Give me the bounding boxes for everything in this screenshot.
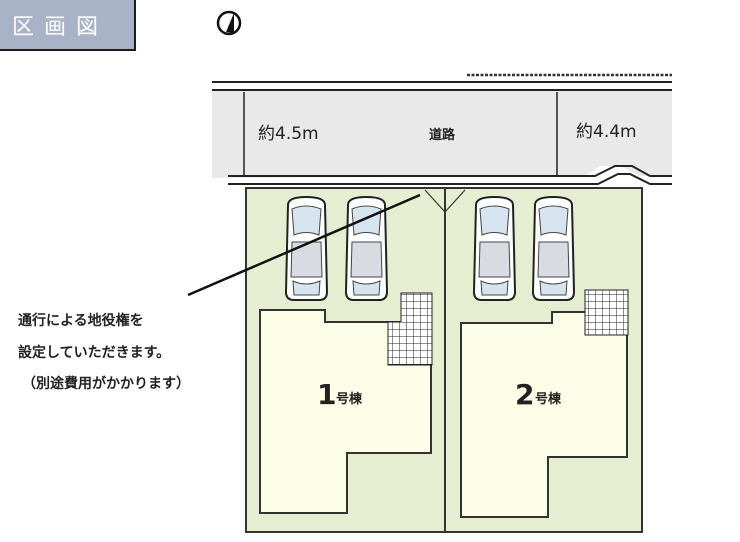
note-line-2: 設定していただきます。 [18, 345, 171, 361]
easement-marker [424, 189, 466, 213]
lot-1 [245, 187, 446, 533]
note-line-1: 通行による地役権を [18, 313, 144, 329]
road-width-left: 約4.5m [258, 124, 319, 144]
note-leader-line [187, 193, 421, 297]
lot-2-number: 2 [515, 378, 534, 411]
road-label: 道路 [429, 127, 456, 143]
car-icon [285, 196, 328, 301]
road-width-right: 約4.4m [576, 122, 637, 142]
note-line-3: （別途費用がかかります） [22, 376, 190, 392]
lot-2-suffix: 号棟 [535, 391, 562, 407]
lot-1-number: 1 [317, 378, 336, 411]
car-icon [532, 196, 575, 301]
lot-1-suffix: 号棟 [336, 391, 363, 407]
car-icon [473, 196, 516, 301]
north-compass-icon [216, 10, 242, 36]
page-title: 区画図 [0, 0, 136, 51]
road [212, 73, 672, 185]
